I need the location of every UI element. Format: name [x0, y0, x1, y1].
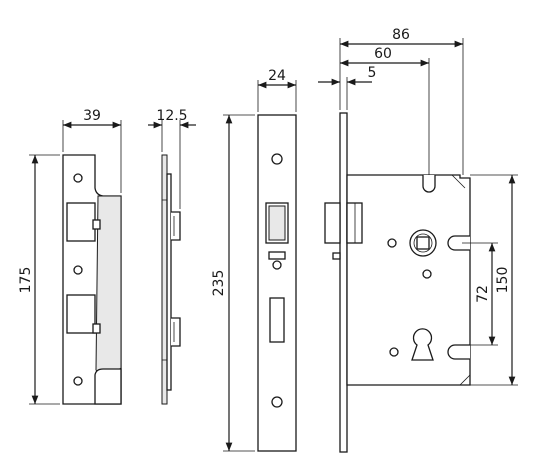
lock-center-distance-label: 72: [475, 285, 491, 303]
strike-plate-front: [62, 154, 122, 405]
faceplate-width-label: 24: [268, 68, 286, 84]
lock-height-dimension: 150: [470, 174, 518, 386]
faceplate: [257, 114, 297, 452]
lock-height-label: 150: [495, 267, 511, 294]
strike-plate-side: [161, 154, 181, 405]
lock-body: [324, 112, 471, 453]
cylinder-cutout: [411, 328, 434, 361]
lock-plate-thickness-dimension: 5: [318, 65, 376, 110]
faceplate-height-label: 235: [211, 270, 227, 297]
lock-center-distance-dimension: 72: [462, 242, 498, 346]
faceplate-screw-hole-bottom: [271, 396, 283, 408]
lock-plate-thickness-label: 5: [368, 65, 377, 81]
strike-side-dimension: 12.5: [148, 108, 196, 209]
faceplate-height-dimension: 235: [211, 114, 255, 452]
strike-screw-hole-bottom: [73, 376, 83, 386]
lock-backset-label: 60: [374, 46, 392, 62]
strike-side-label: 12.5: [156, 108, 187, 124]
lock-backset-dimension: 60: [340, 46, 430, 175]
strike-screw-hole-middle: [73, 265, 83, 275]
faceplate-screw-hole-top: [271, 153, 283, 165]
faceplate-width-dimension: 24: [257, 68, 297, 112]
strike-screw-hole-top: [73, 173, 83, 183]
strike-height-label: 175: [18, 267, 34, 294]
lock-overall-dimension: 86: [339, 27, 464, 175]
strike-height-dimension: 175: [18, 154, 60, 405]
strike-width-label: 39: [83, 108, 101, 124]
lock-overall-label: 86: [392, 27, 410, 43]
strike-width-dimension: 39: [62, 108, 122, 193]
